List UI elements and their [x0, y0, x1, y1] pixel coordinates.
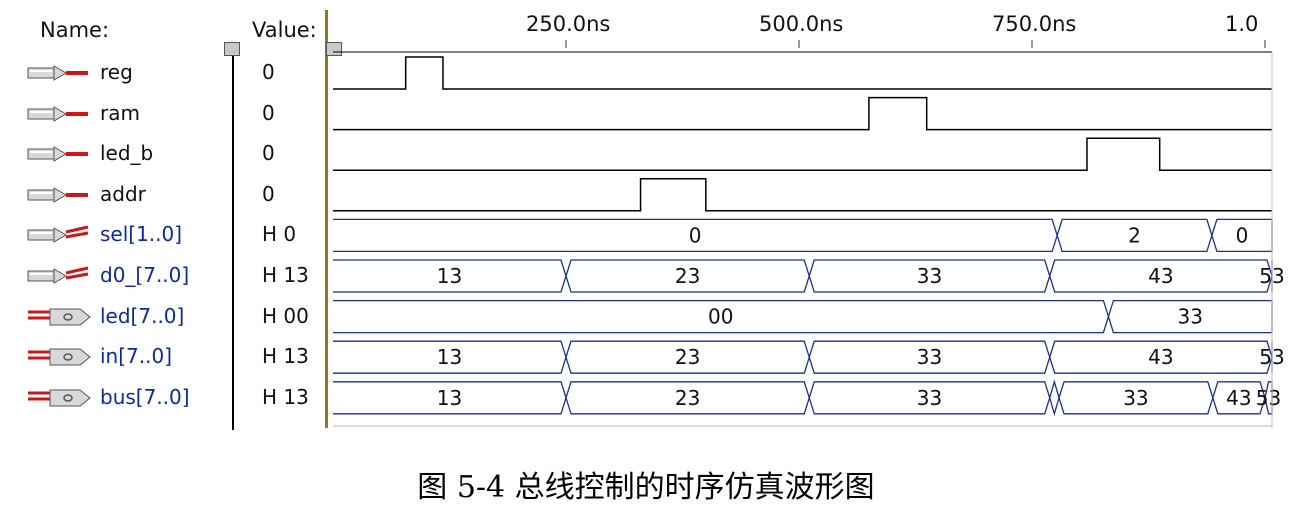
signal-value: 0 — [262, 141, 275, 166]
bit-waveform — [333, 96, 1272, 131]
signal-name: d0_[7..0] — [100, 263, 190, 287]
signal-value: 0 — [262, 181, 275, 206]
signal-row[interactable]: bus[7..0] — [0, 379, 235, 419]
input-bus-pin-icon — [26, 264, 96, 288]
bus-segment-value: 0 — [1236, 223, 1249, 247]
tick-label: 1.0 — [1225, 12, 1259, 36]
signal-row[interactable]: addr — [0, 176, 235, 216]
input-pin-icon — [26, 102, 96, 126]
signal-value: H 13 — [262, 263, 309, 287]
output-bus-pin-icon — [26, 386, 96, 410]
name-column-splitter-handle[interactable] — [224, 42, 240, 56]
bus-segment-value: 33 — [917, 264, 942, 288]
bus-segment-value: 53 — [1256, 386, 1281, 410]
bus-segment-value: 43 — [1148, 345, 1173, 369]
signal-row[interactable]: led_b — [0, 135, 235, 175]
tick-label: 750.0ns — [992, 12, 1077, 36]
bit-waveform — [333, 178, 1272, 212]
bus-segment-value: 13 — [437, 264, 462, 288]
bus-segment-value: 0 — [689, 223, 702, 247]
signal-value: H 0 — [262, 222, 297, 247]
bus-segment-value: 23 — [675, 264, 700, 288]
signal-row[interactable]: d0_[7..0] — [0, 257, 235, 297]
bus-segment-value: 13 — [437, 386, 462, 410]
input-pin-icon — [26, 183, 96, 207]
tick-label: 250.0ns — [526, 12, 611, 36]
bus-segment-value: 23 — [675, 386, 700, 410]
signal-row[interactable]: ram — [0, 95, 235, 135]
time-cursor[interactable] — [325, 10, 328, 428]
bus-segment-value: 13 — [437, 345, 462, 369]
bus-waveform: 0 2 0 — [333, 218, 1273, 253]
name-column-header: Name: — [40, 18, 110, 42]
bus-waveform: 00 33 — [333, 299, 1273, 334]
bus-segment-value: 33 — [917, 345, 942, 369]
bus-segment-value: 33 — [1123, 386, 1148, 410]
bit-waveform — [333, 137, 1272, 171]
signal-value: H 13 — [262, 344, 309, 369]
signal-name: reg — [100, 60, 133, 84]
bit-waveform — [333, 56, 1272, 90]
bus-segment-value: 33 — [917, 386, 942, 410]
signal-value: 0 — [262, 100, 275, 125]
bus-segment-value: 00 — [708, 305, 733, 329]
signal-name: in[7..0] — [100, 344, 173, 369]
figure-caption: 图 5-4 总线控制的时序仿真波形图 — [417, 470, 875, 505]
input-pin-icon — [26, 142, 96, 166]
bus-segment-value: 43 — [1226, 386, 1251, 410]
signal-row[interactable]: in[7..0] — [0, 338, 235, 378]
bus-segment-value: 43 — [1148, 264, 1173, 288]
signal-name: led[7..0] — [100, 303, 185, 328]
signal-value: H 13 — [262, 384, 309, 409]
signal-name: addr — [100, 181, 146, 206]
signal-row[interactable]: sel[1..0] — [0, 216, 235, 256]
waveform-viewer: Name: Value: 250.0ns 500.0ns 750.0ns 1.0 re… — [0, 0, 1292, 430]
tick-label: 500.0ns — [759, 12, 844, 36]
signal-name: led_b — [100, 141, 154, 166]
bus-segment-value: 2 — [1128, 223, 1141, 247]
value-column-header: Value: — [252, 18, 317, 42]
output-bus-pin-icon — [26, 345, 96, 369]
output-bus-pin-icon — [26, 305, 96, 329]
signal-value: 0 — [262, 60, 275, 84]
input-pin-icon — [26, 61, 96, 85]
bus-segment-value: 33 — [1177, 305, 1202, 329]
signal-name: sel[1..0] — [100, 222, 183, 247]
bus-segment-value: 23 — [675, 345, 700, 369]
bus-segment — [1049, 379, 1060, 417]
input-bus-pin-icon — [26, 223, 96, 247]
signal-name: bus[7..0] — [100, 384, 190, 409]
signal-row[interactable]: reg — [0, 54, 235, 94]
signal-row[interactable]: led[7..0] — [0, 298, 235, 338]
name-value-divider — [232, 52, 234, 430]
signal-name: ram — [100, 100, 140, 125]
signal-value: H 00 — [262, 303, 309, 328]
